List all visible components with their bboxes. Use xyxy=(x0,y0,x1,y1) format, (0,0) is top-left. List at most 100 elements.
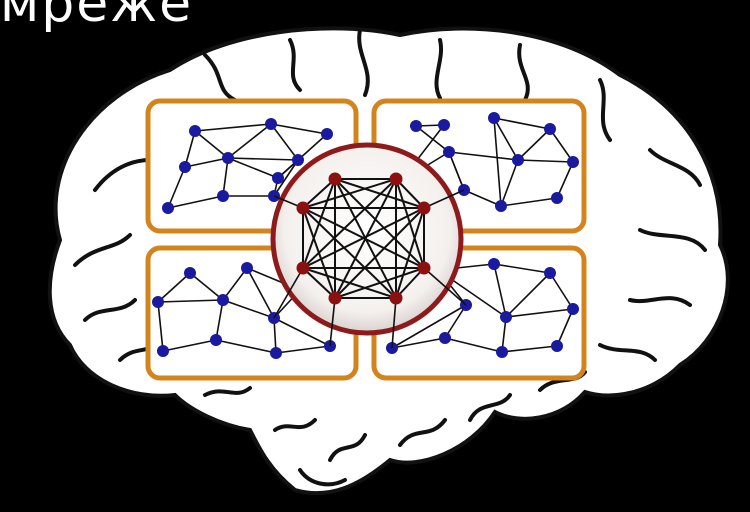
hub-module-edge xyxy=(273,267,304,319)
module-edge xyxy=(448,151,465,191)
hub-module-edge xyxy=(423,189,465,209)
module-node xyxy=(184,267,196,279)
module-node xyxy=(439,332,451,344)
module-edge xyxy=(391,337,446,349)
module-edge xyxy=(493,117,502,207)
module-edge xyxy=(215,339,277,354)
hub-module-edge xyxy=(423,267,467,306)
module-edge xyxy=(194,123,272,132)
module-node xyxy=(496,346,508,358)
module-node xyxy=(495,200,507,212)
module-node xyxy=(270,347,282,359)
module-node xyxy=(551,340,563,352)
module-edge xyxy=(444,337,503,353)
module-node xyxy=(292,154,304,166)
module-node xyxy=(179,161,191,173)
hub-edge xyxy=(302,178,397,209)
module-edge xyxy=(162,339,217,352)
module-edge xyxy=(227,123,272,159)
module-edge xyxy=(493,117,551,130)
module-edge xyxy=(505,308,574,318)
module-node xyxy=(567,156,579,168)
hub-node xyxy=(296,201,310,215)
module-edge xyxy=(157,272,191,303)
hub-edge xyxy=(395,178,425,209)
module-edge xyxy=(493,263,551,274)
module-edge xyxy=(270,123,299,161)
module-edge xyxy=(222,267,248,301)
module-edge xyxy=(222,299,275,319)
module-edge xyxy=(493,263,507,318)
module-edge xyxy=(227,157,279,179)
module-node xyxy=(500,311,512,323)
module-edge xyxy=(273,159,299,197)
module-node xyxy=(210,334,222,346)
module-node xyxy=(241,262,253,274)
module-node xyxy=(157,345,169,357)
module-node xyxy=(488,112,500,124)
module-edge xyxy=(501,345,558,353)
module-node xyxy=(488,258,500,270)
module-edge xyxy=(157,301,164,352)
module-node xyxy=(265,118,277,130)
module-edge xyxy=(549,272,574,310)
hub-node xyxy=(389,291,403,305)
module-node xyxy=(544,267,556,279)
module-node xyxy=(438,119,450,131)
module-edge xyxy=(227,157,299,161)
module-edge xyxy=(275,345,331,354)
module-edge xyxy=(505,272,551,318)
module-node xyxy=(567,303,579,315)
hub-edge xyxy=(395,267,425,299)
module-node xyxy=(162,202,174,214)
module-edge xyxy=(493,117,519,161)
module-node xyxy=(272,172,284,184)
hub-module-edge xyxy=(329,297,336,347)
hub-module-edge xyxy=(391,297,397,349)
hub-edge xyxy=(302,207,425,269)
hub-edge xyxy=(395,207,425,299)
module-node xyxy=(410,120,422,132)
hub-edge xyxy=(334,267,425,299)
module-edge xyxy=(270,123,328,135)
module-edge xyxy=(448,151,519,161)
module-edge xyxy=(391,304,467,349)
module-edge xyxy=(556,161,574,199)
module-edge xyxy=(194,130,229,159)
module-edge xyxy=(463,189,502,207)
module-edge xyxy=(500,159,519,207)
module-node xyxy=(321,128,333,140)
hub-edge xyxy=(302,178,336,209)
module-node xyxy=(189,125,201,137)
rich-club-hub xyxy=(270,142,467,349)
hub-node xyxy=(296,261,310,275)
module-edge xyxy=(215,299,224,341)
hub-node xyxy=(389,172,403,186)
module-edge xyxy=(189,272,224,301)
module-node xyxy=(544,123,556,135)
module-node xyxy=(551,192,563,204)
hub-edge xyxy=(302,207,336,299)
module-node xyxy=(152,296,164,308)
hub-edge xyxy=(302,267,336,299)
module-edge xyxy=(246,267,275,319)
module-node xyxy=(217,294,229,306)
module-edge xyxy=(556,308,574,347)
hub-node xyxy=(328,291,342,305)
module-edge xyxy=(549,128,574,163)
slide-title: мреже xyxy=(0,0,194,34)
module-node xyxy=(217,190,229,202)
hub-node xyxy=(417,261,431,275)
module-edge xyxy=(184,130,196,168)
module-edge xyxy=(273,317,331,347)
module-edge xyxy=(444,304,467,339)
hub-node xyxy=(328,172,342,186)
module-edge xyxy=(222,157,229,197)
module-edge xyxy=(167,195,224,209)
hub-edge xyxy=(302,267,397,299)
module-edge xyxy=(500,197,558,207)
module-edge xyxy=(157,299,224,303)
module-node xyxy=(443,146,455,158)
module-edge xyxy=(184,157,229,168)
